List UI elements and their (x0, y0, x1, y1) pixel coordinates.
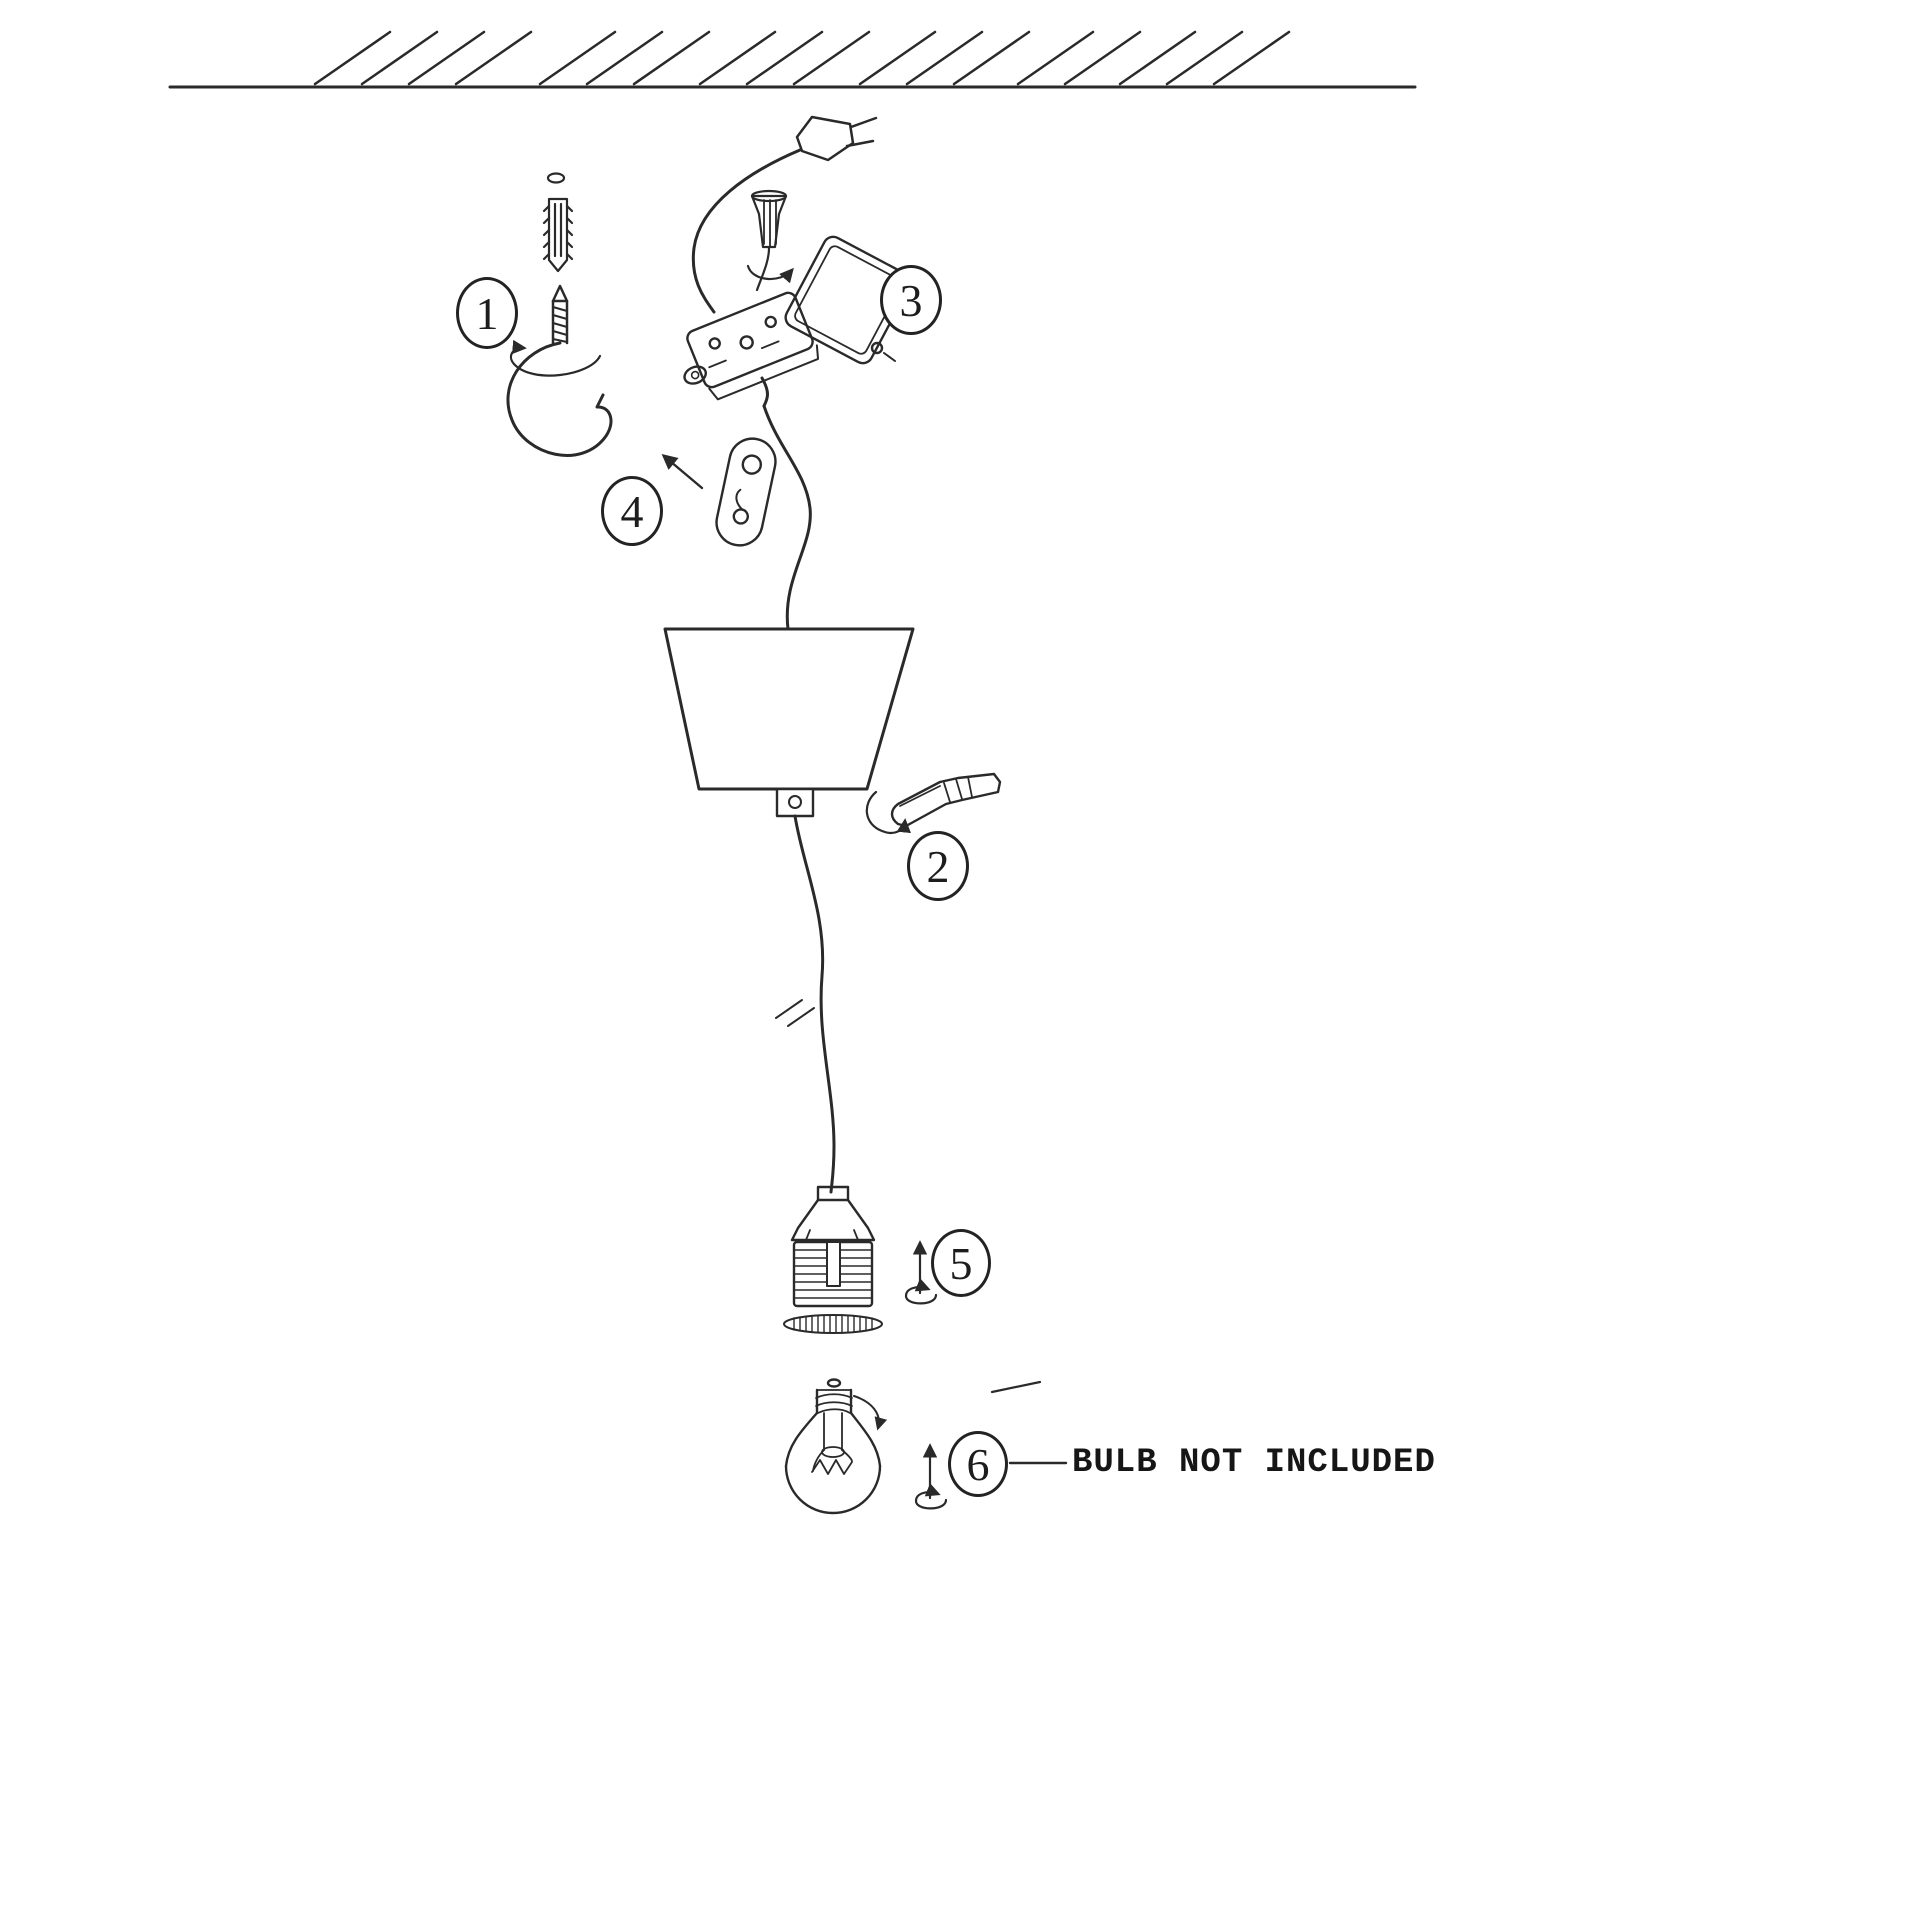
step-number-2: 2 (926, 840, 950, 892)
hanging-cord-lower (775, 814, 836, 1194)
step-number-1: 1 (475, 287, 499, 339)
step-number-6: 6 (966, 1438, 990, 1490)
wall-anchor-icon (542, 172, 574, 273)
light-bulb-icon (784, 1378, 888, 1515)
step-circle-5: 5 (931, 1229, 991, 1297)
cord-grip-icon (865, 772, 1002, 835)
bulb-not-included-note: BULB NOT INCLUDED (1072, 1444, 1436, 1482)
ceiling-strap-icon (661, 437, 777, 547)
step-circle-6: 6 (948, 1431, 1008, 1497)
hanging-cord-upper (762, 404, 812, 631)
lamp-socket-icon (790, 1185, 876, 1308)
screw-direction-arrow-6 (914, 1380, 1042, 1510)
step-circle-2: 2 (907, 831, 969, 901)
strap-pointer-arrow (661, 453, 704, 490)
step-number-4: 4 (620, 485, 644, 537)
step-circle-1: 1 (456, 277, 518, 349)
screw-direction-arrow-5 (904, 1240, 938, 1305)
cord-break-mark (775, 999, 815, 1027)
lampshade-icon (663, 627, 915, 818)
step-circle-4: 4 (601, 476, 663, 546)
cord-switch-assembly-icon (683, 235, 912, 408)
step-number-3: 3 (899, 274, 923, 326)
power-plug-icon (691, 115, 878, 314)
screw-hook-icon (506, 284, 613, 457)
step-number-5: 5 (949, 1237, 973, 1289)
twist-wire-connector-icon (746, 189, 794, 292)
shade-ring-icon (783, 1314, 883, 1334)
tick-mark (990, 1380, 1042, 1394)
step-circle-3: 3 (880, 265, 942, 335)
ceiling-hatch-icon (168, 30, 1417, 89)
